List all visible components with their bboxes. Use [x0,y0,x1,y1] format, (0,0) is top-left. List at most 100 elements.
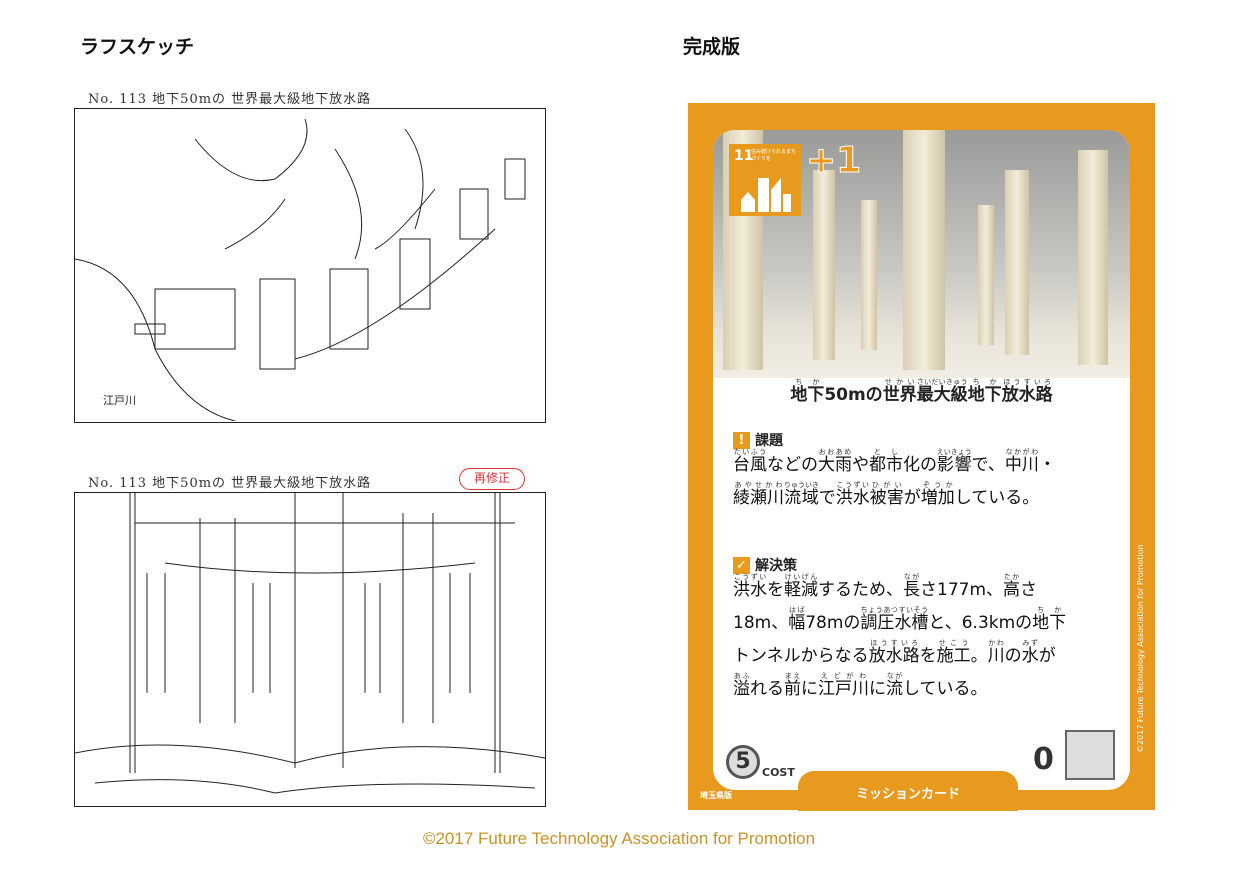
furigana: なが [903,573,920,581]
problem-text: 台風たいふうなどの大雨おおあめや都市とし化の影響えいきょうで、中川なかがわ・綾瀬… [733,448,1056,514]
text-segment: トンネルからなる [733,646,869,666]
text-segment: が [1038,646,1056,666]
ruby-word: 放水路ほうすいろ [1001,378,1053,405]
text-segment: ・ [1038,455,1056,475]
furigana: おおあめ [818,448,852,456]
ruby-word: 地下ちか [1032,606,1067,633]
card-type-tab: ミッションカード [798,771,1018,811]
ruby-word: 軽減けいげん [784,573,818,600]
pillar [861,200,877,350]
text-segment: に [801,679,818,699]
card-panel: 11 住み続けられるまちづくりを +1 地下ちか50mの世界せかい最大級さいだい… [713,130,1130,790]
ruby-word: 流なが [886,672,903,699]
solution-section-header: ✓解決策 [733,555,797,575]
ruby-word: 洪水こうずい [835,481,870,508]
furigana: えどがわ [818,672,869,680]
final-heading: 完成版 [683,36,741,58]
ruby-word: 長なが [903,573,920,600]
furigana: えいきょう [936,448,972,456]
ruby-word: 被害ひがい [869,481,904,508]
text-line: 台風たいふうなどの大雨おおあめや都市とし化の影響えいきょうで、中川なかがわ・ [733,448,1056,481]
text-segment: などの [767,455,818,475]
furigana: こうずい [835,481,870,489]
text-line: 綾瀬川あやせかわ流域りゅういきで洪水こうずい被害ひがいが増加ぞうかしている。 [733,481,1056,514]
ruby-word: 綾瀬川あやせかわ [733,481,784,508]
sketch2-caption: No. 113 地下50mの 世界最大級地下放水路 [88,476,372,491]
ruby-word: 影響えいきょう [936,448,972,475]
furigana: みず [1021,639,1039,647]
furigana: まえ [784,672,801,680]
furigana: せかい [882,378,917,386]
furigana: ひがい [869,481,904,489]
furigana: せこう [936,639,971,647]
pillar [978,205,994,345]
pillar [903,130,945,370]
furigana: けいげん [784,573,818,581]
furigana: ちょうあつすいそう [860,606,929,614]
furigana: かわ [987,639,1005,647]
text-segment: を [919,646,937,666]
revision-stamp: 再修正 [459,468,525,490]
text-segment: を [767,580,784,600]
sdg-text: 住み続けられるまちづくりを [751,149,797,162]
sdg-number: 11 [734,148,754,164]
ruby-word: 増加ぞうか [920,481,955,508]
bonus-points: +1 [805,140,862,182]
furigana: ちか [790,378,825,386]
text-segment: で、 [971,455,1005,475]
card-copyright: ©2017 Future Technology Association for … [1136,544,1145,753]
ruby-word: 幅はば [788,606,806,633]
furigana: なが [886,672,903,680]
text-segment: 78mの [805,613,861,633]
text-segment: するため、 [818,580,903,600]
ruby-word: 世界せかい [882,378,917,405]
pillar [813,170,835,360]
furigana: とし [869,448,903,456]
edition-label: 埼玉県版 [700,791,732,800]
ruby-word: 施工せこう [936,639,971,666]
sdg-goal-11-badge: 11 住み続けられるまちづくりを [729,144,801,216]
sketch-heading: ラフスケッチ [80,36,195,58]
ruby-word: 前まえ [784,672,801,699]
furigana: りゅういき [784,481,819,489]
card-title: 地下ちか50mの世界せかい最大級さいだいきゅう地下ちか放水路ほうすいろ [713,378,1130,405]
ruby-word: 調圧水槽ちょうあつすいそう [860,606,929,633]
text-line: トンネルからなる放水路ほうすいろを施工せこう。川かわの水みずが [733,639,1066,672]
ruby-word: 大雨おおあめ [818,448,852,475]
text-segment: や [852,455,869,475]
ruby-word: 台風たいふう [733,448,767,475]
furigana: ちか [967,378,1002,386]
furigana: なかがわ [1004,448,1039,456]
text-segment: 18m、 [733,613,789,633]
furigana: ぞうか [920,481,955,489]
ruby-word: 中川なかがわ [1004,448,1039,475]
rough-sketch-1: 江戸川 [74,108,546,423]
ruby-word: 溢あふ [733,672,750,699]
mission-card: 11 住み続けられるまちづくりを +1 地下ちか50mの世界せかい最大級さいだい… [688,103,1155,811]
ruby-word: 水みず [1021,639,1039,666]
furigana: あやせかわ [733,481,784,489]
furigana: たいふう [733,448,767,456]
text-segment: している。 [954,488,1040,508]
text-segment: に [869,679,886,699]
sketch-drawing-pillars [74,493,546,794]
text-line: 溢あふれる前まえに江戸川えどがわに流ながしている。 [733,672,1066,705]
ruby-word: 川かわ [987,639,1005,666]
furigana: はば [788,606,806,614]
furigana: あふ [733,672,750,680]
text-segment: れる [750,679,784,699]
text-segment: 50mの [824,385,883,405]
pillar [1078,150,1108,365]
card-illustration: 11 住み続けられるまちづくりを +1 [713,130,1130,385]
ruby-word: 都市とし [869,448,903,475]
furigana: ほうすいろ [868,639,920,647]
solution-label: 解決策 [755,558,797,574]
ruby-word: 流域りゅういき [784,481,819,508]
score-value: 0 [1033,742,1054,777]
furigana: こうずい [733,573,767,581]
cost-label: COST [762,766,795,779]
text-segment: が [903,488,921,508]
sketch-drawing-tunnel [74,118,526,422]
